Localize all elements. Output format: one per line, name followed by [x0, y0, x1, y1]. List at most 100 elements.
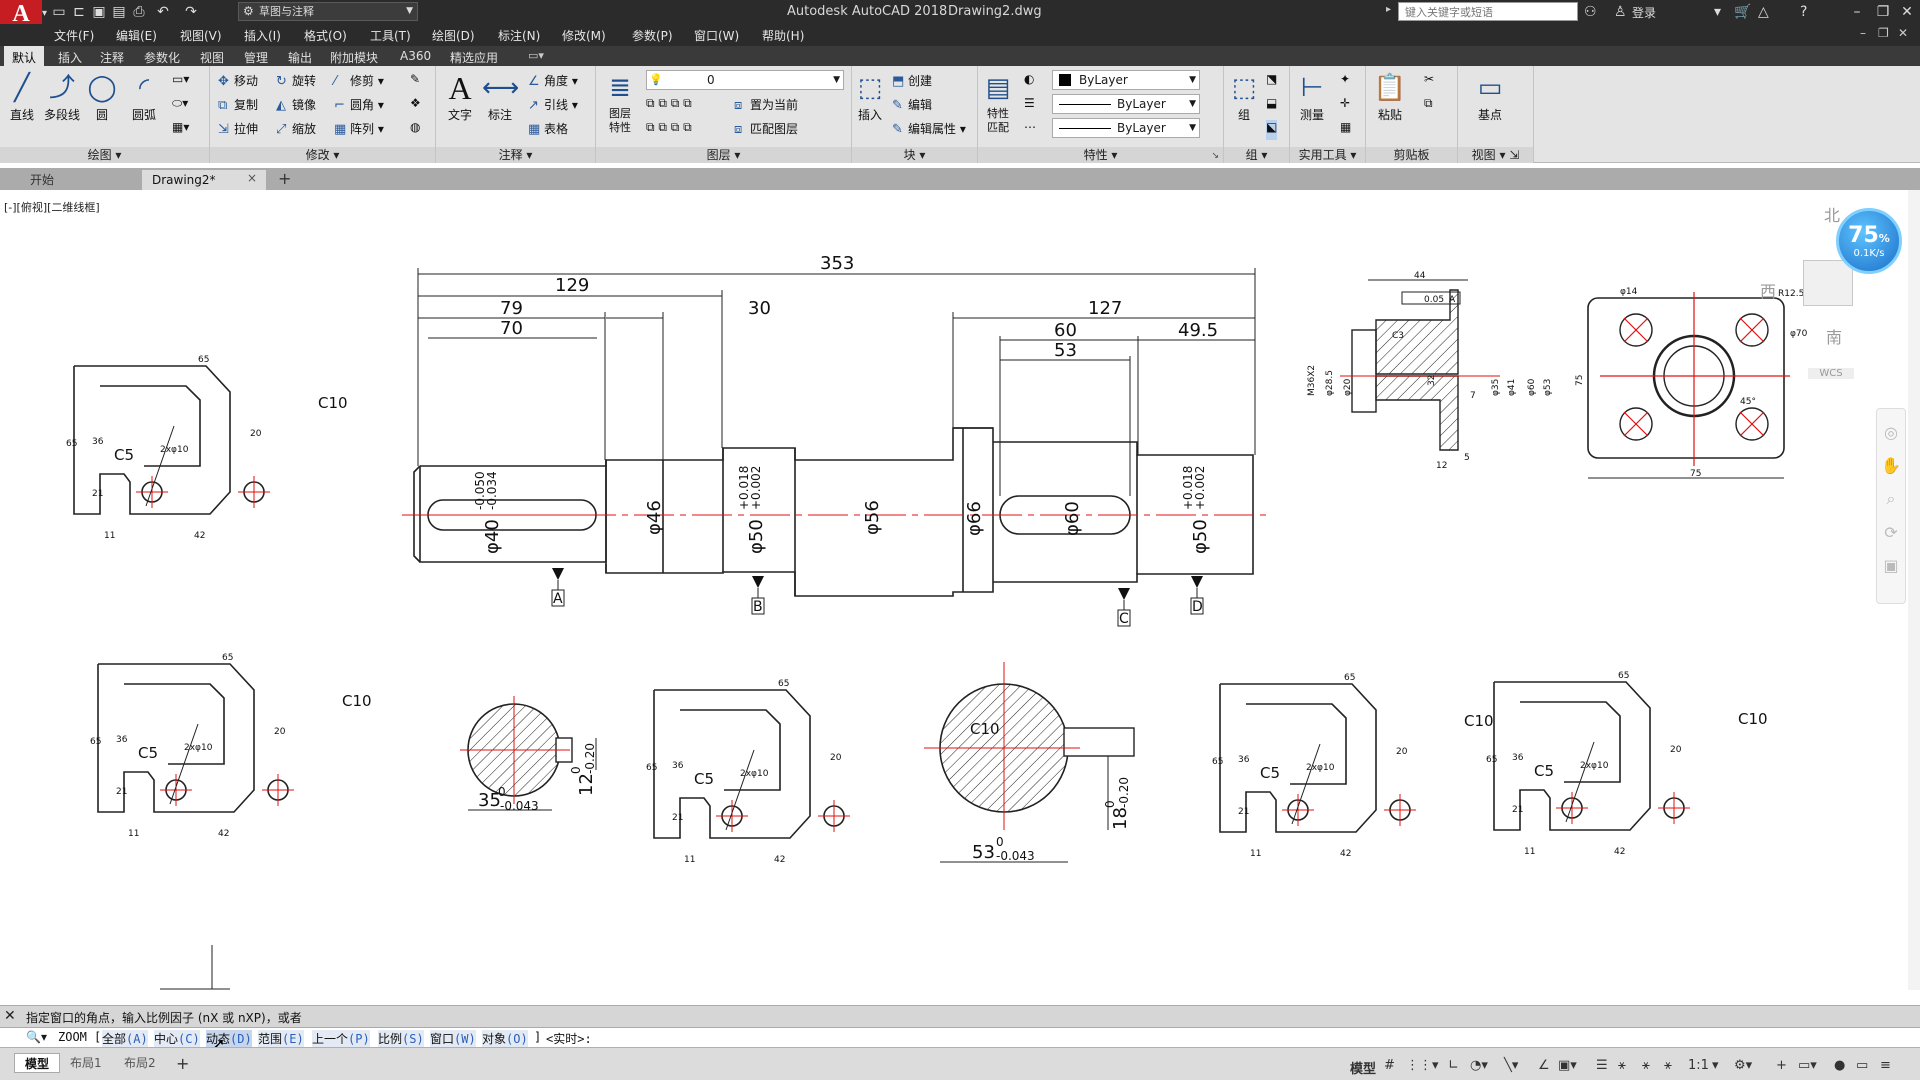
tab-layout1[interactable]: 布局1 [70, 1056, 102, 1070]
option-center[interactable]: 中心(C) [154, 1030, 200, 1047]
scale-button[interactable]: ⤢缩放 [276, 120, 316, 140]
minimize-button[interactable]: – [1853, 4, 1861, 20]
add-tab-icon[interactable]: + [278, 169, 292, 188]
rotate-button[interactable]: ↻旋转 [276, 72, 316, 92]
doc-restore-button[interactable]: ❐ [1878, 26, 1889, 40]
redo-icon[interactable]: ↷ [185, 4, 197, 20]
viewcube[interactable]: 北 西 南 WCS [1760, 202, 1910, 382]
copy-button[interactable]: ⧉复制 [218, 96, 258, 116]
panel-title-modify[interactable]: 修改 ▾ [210, 147, 435, 163]
command-line[interactable]: 🔍▾ ZOOM [ 全部(A) 中心(C) 动态(D) 范围(E) 上一个(P)… [0, 1027, 1920, 1047]
color-select[interactable]: ByLayer▼ [1052, 70, 1200, 90]
array-button[interactable]: ▦阵列 ▾ [334, 122, 384, 137]
lineweight-toggle-icon[interactable]: ☰ [1596, 1058, 1608, 1073]
wcs-menu[interactable]: WCS [1808, 368, 1854, 379]
measure-button[interactable]: ⊢测量 [1294, 70, 1330, 123]
menu-file[interactable]: 文件(F) [54, 29, 95, 43]
grid-icon[interactable]: # [1384, 1058, 1395, 1073]
menu-help[interactable]: 帮助(H) [762, 29, 805, 43]
insert-block-button[interactable]: ⬚插入 [852, 70, 888, 123]
panel-title-block[interactable]: 块 ▾ [852, 147, 977, 163]
annotation-monitor-icon[interactable]: + [1776, 1058, 1787, 1073]
set-current-button[interactable]: ⧈置为当前 [734, 96, 798, 116]
undo-icon[interactable]: ↶ [157, 4, 169, 20]
viewcube-face[interactable] [1803, 260, 1853, 306]
login-button[interactable]: 登录 [1632, 6, 1657, 20]
calculator-icon[interactable]: ▦ [1340, 120, 1352, 134]
tab-insert[interactable]: 插入 [58, 51, 83, 65]
panel-title-clipboard[interactable]: 剪贴板 [1366, 147, 1457, 163]
table-button[interactable]: ▦表格 [528, 120, 568, 140]
line-button[interactable]: ╱直线 [4, 70, 40, 123]
circle-button[interactable]: ◯圆 [84, 70, 120, 123]
dimension-button[interactable]: ⟷标注 [482, 70, 519, 123]
erase-icon[interactable]: ✎ [410, 72, 421, 86]
leader-button[interactable]: ↗引线 ▾ [528, 98, 578, 113]
layer-tools-icon[interactable]: ⧉ ⧉ ⧉ ⧉ [646, 96, 692, 110]
option-extents[interactable]: 范围(E) [258, 1030, 304, 1047]
add-layout-icon[interactable]: + [176, 1054, 190, 1073]
chevron-down-icon[interactable]: ▾ [1714, 4, 1722, 20]
menu-modify[interactable]: 修改(M) [562, 29, 606, 43]
annotation-scale-icon[interactable]: ⚹ [1664, 1058, 1672, 1073]
binoculars-icon[interactable]: ⚇ [1584, 4, 1597, 20]
isodraft-icon[interactable]: ╲▾ [1504, 1058, 1519, 1073]
doc-minimize-button[interactable]: – [1860, 26, 1866, 40]
panel-title-properties[interactable]: 特性 ▾ [978, 147, 1223, 163]
application-menu-button[interactable]: A [0, 0, 42, 28]
polyline-button[interactable]: ⤴多段线 [44, 70, 80, 123]
close-icon[interactable]: ✕ [4, 1008, 16, 1024]
clean-screen-icon[interactable]: ▭ [1856, 1058, 1869, 1073]
panel-title-annotation[interactable]: 注释 ▾ [436, 147, 595, 163]
menu-view[interactable]: 视图(V) [180, 29, 222, 43]
angle-button[interactable]: ∠角度 ▾ [528, 74, 578, 89]
print-icon[interactable]: ⎙ [133, 4, 145, 20]
tab-parametric[interactable]: 参数化 [144, 51, 181, 65]
workspace-switch-icon[interactable]: ⚙▾ [1734, 1058, 1753, 1073]
tab-addins[interactable]: 附加模块 [330, 51, 379, 65]
option-object[interactable]: 对象(O) [482, 1030, 528, 1047]
menu-format[interactable]: 格式(O) [304, 29, 347, 43]
customization-icon[interactable]: ≡ [1880, 1058, 1891, 1073]
option-window[interactable]: 窗口(W) [430, 1030, 476, 1047]
isolate-objects-icon[interactable]: ● [1834, 1058, 1846, 1073]
menu-window[interactable]: 窗口(W) [694, 29, 740, 43]
menu-edit[interactable]: 编辑(E) [116, 29, 157, 43]
search-input[interactable]: 键入关键字或短语 [1398, 2, 1578, 21]
annotation-visibility-icon[interactable]: ⚹ [1618, 1058, 1626, 1073]
workspace-select[interactable]: ⚙ 草图与注释 ▼ [238, 2, 418, 21]
cut-icon[interactable]: ✂ [1424, 72, 1435, 86]
zoom-icon[interactable]: ⌕ [1886, 489, 1896, 508]
tab-home[interactable]: 默认 [4, 46, 45, 66]
option-all[interactable]: 全部(A) [102, 1030, 148, 1047]
group-button[interactable]: ⬚组 [1226, 70, 1262, 123]
tab-featured-apps[interactable]: 精选应用 [450, 51, 499, 65]
rectangle-icon[interactable]: ▭▾ [172, 72, 190, 86]
tab-model[interactable]: 模型 [14, 1053, 61, 1073]
showmotion-icon[interactable]: ▣ [1883, 556, 1899, 575]
quick-select-icon[interactable]: ✦ [1340, 72, 1351, 86]
panel-title-view[interactable]: 视图 ▾ ⇲ [1458, 147, 1533, 163]
arc-button[interactable]: ◜圆弧 [126, 70, 162, 123]
panel-title-utilities[interactable]: 实用工具 ▾ [1290, 147, 1365, 163]
help-icon[interactable]: ? [1800, 4, 1808, 20]
save-icon[interactable]: ▣ [92, 4, 106, 20]
panel-title-groups[interactable]: 组 ▾ [1224, 147, 1289, 163]
option-previous[interactable]: 上一个(P) [312, 1030, 370, 1047]
viewport-controls[interactable]: [-][俯视][二维线框] [4, 201, 100, 214]
stretch-button[interactable]: ⇲拉伸 [218, 120, 258, 140]
osnap-icon[interactable]: ▣▾ [1558, 1058, 1577, 1073]
tab-output[interactable]: 输出 [288, 51, 313, 65]
pan-icon[interactable]: ✋ [1881, 456, 1901, 475]
close-button[interactable]: ✕ [1901, 4, 1913, 20]
hatch-icon[interactable]: ▦▾ [172, 120, 190, 134]
menu-dimension[interactable]: 标注(N) [498, 29, 541, 43]
tab-drawing2[interactable]: Drawing2* [142, 170, 266, 190]
compass-north[interactable]: 北 [1824, 206, 1841, 225]
ribbon-options-icon[interactable]: ▭▾ [528, 49, 544, 62]
lineweight-select[interactable]: ByLayer▼ [1052, 118, 1200, 138]
search-expand-icon[interactable]: ▸ [1386, 4, 1392, 15]
layer-select[interactable]: 💡 0 ▼ [646, 70, 844, 90]
annotation-scale-value[interactable]: 1:1 [1688, 1058, 1709, 1073]
orbit-icon[interactable]: ⟳ [1884, 523, 1898, 542]
